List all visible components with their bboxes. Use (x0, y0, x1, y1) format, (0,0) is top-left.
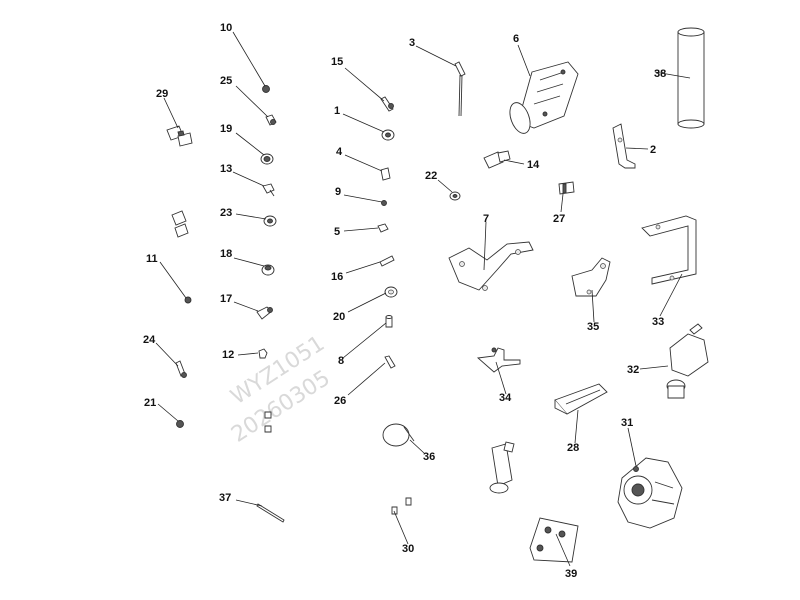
part-31 (617, 457, 683, 529)
part-5 (377, 223, 389, 233)
part-22 (449, 191, 461, 201)
part-34 (476, 347, 521, 373)
part-26 (384, 355, 396, 369)
callout-22: 22 (425, 170, 437, 182)
callout-2: 2 (650, 144, 656, 156)
part-36 (382, 423, 415, 447)
part-39 (529, 517, 579, 563)
callout-37: 37 (219, 492, 231, 504)
part-19 (260, 153, 274, 165)
part-18 (261, 264, 275, 276)
callout-27: 27 (553, 213, 565, 225)
part-28 (554, 383, 608, 415)
callout-30: 30 (402, 543, 414, 555)
part-connector-unlabeled (489, 441, 515, 494)
part-4 (380, 167, 391, 181)
part-20 (384, 286, 398, 298)
part-16 (379, 255, 395, 267)
callout-8: 8 (338, 355, 344, 367)
part-11 (184, 296, 192, 304)
part-1 (381, 129, 395, 141)
callout-20: 20 (333, 311, 345, 323)
callout-14: 14 (527, 159, 540, 171)
callout-15: 15 (331, 56, 343, 68)
part-29 (166, 125, 193, 147)
callout-13: 13 (220, 163, 232, 175)
callout-34: 34 (499, 392, 512, 404)
part-30 (391, 497, 412, 515)
part-9 (381, 200, 387, 206)
part-35 (571, 257, 611, 297)
callout-9: 9 (335, 186, 341, 198)
callout-33: 33 (652, 316, 664, 328)
part-37 (256, 503, 285, 523)
part-15 (380, 96, 394, 112)
callout-39: 39 (565, 568, 577, 580)
part-10 (262, 85, 270, 93)
part-23 (263, 215, 277, 227)
callout-1: 1 (334, 105, 340, 117)
callout-32: 32 (627, 364, 639, 376)
leader-lines (155, 31, 691, 567)
callout-21: 21 (144, 397, 156, 409)
part-bracket-unlabeled (171, 210, 189, 238)
callout-38: 38 (654, 68, 666, 80)
part-6 (509, 61, 579, 134)
part-21 (176, 420, 184, 428)
part-3 (454, 61, 466, 117)
part-32 (666, 323, 709, 399)
callout-11: 11 (146, 253, 158, 265)
part-2 (612, 123, 636, 169)
callout-5: 5 (334, 226, 340, 238)
part-small-fittings (264, 411, 272, 433)
callout-3: 3 (409, 37, 415, 49)
part-12 (258, 348, 268, 359)
callout-10: 10 (220, 22, 232, 34)
callout-26: 26 (334, 395, 346, 407)
callout-23: 23 (220, 207, 232, 219)
callout-31: 31 (621, 417, 633, 429)
callout-7: 7 (483, 213, 489, 225)
part-13 (262, 183, 275, 197)
part-25 (265, 114, 277, 126)
callout-6: 6 (513, 33, 519, 45)
callout-16: 16 (331, 271, 343, 283)
part-38 (677, 27, 705, 129)
callout-19: 19 (220, 123, 232, 135)
part-24 (175, 360, 187, 378)
callout-18: 18 (220, 248, 232, 260)
part-33 (641, 215, 697, 285)
callout-36: 36 (423, 451, 435, 463)
callout-25: 25 (220, 75, 232, 87)
part-14 (483, 150, 511, 169)
callout-4: 4 (336, 146, 343, 158)
callout-12: 12 (222, 349, 234, 361)
part-27 (558, 181, 575, 195)
callout-17: 17 (220, 293, 232, 305)
callout-35: 35 (587, 321, 599, 333)
callout-28: 28 (567, 442, 579, 454)
callout-labels: 10 25 19 13 23 18 17 12 29 11 24 21 37 1… (143, 22, 666, 580)
part-8 (385, 315, 393, 328)
callout-24: 24 (143, 334, 156, 346)
callout-29: 29 (156, 88, 168, 100)
part-7 (448, 241, 534, 291)
part-17 (256, 306, 273, 320)
